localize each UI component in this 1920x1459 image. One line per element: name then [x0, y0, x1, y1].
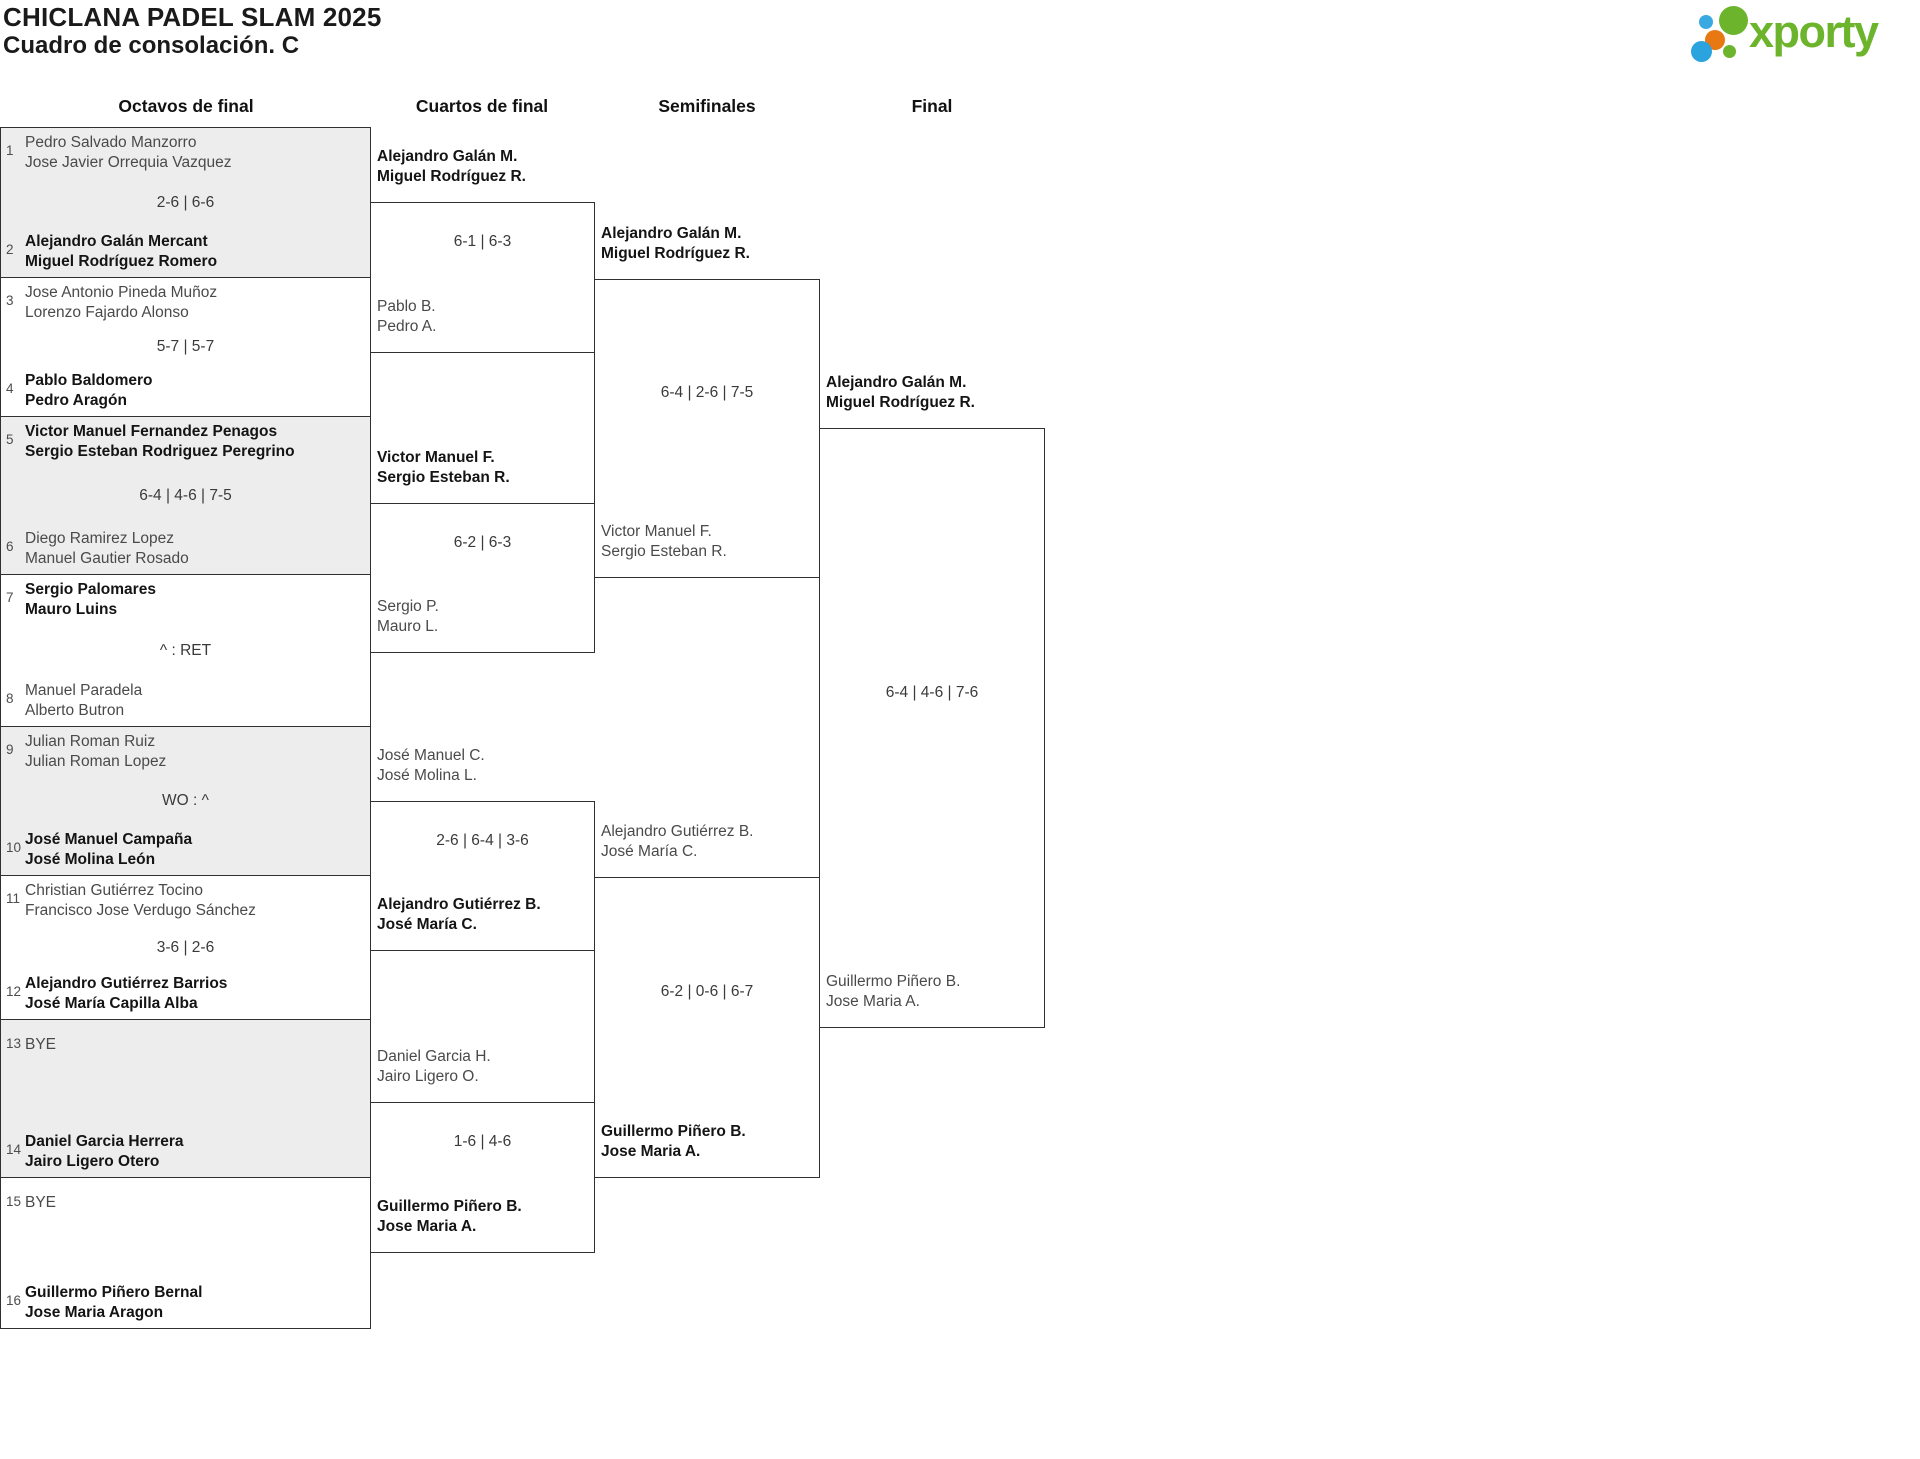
quarterfinal-match-3 — [370, 801, 595, 951]
seed-number: 7 — [6, 590, 14, 605]
quarterfinal-match-2 — [370, 503, 595, 653]
column-header-cuartos: Cuartos de final — [415, 96, 549, 116]
seed-number: 15 — [6, 1194, 22, 1209]
match-score: 6-4 | 4-6 | 7-5 — [139, 486, 232, 504]
quarterfinal-match-1 — [370, 202, 595, 353]
match-score: 5-7 | 5-7 — [156, 338, 215, 355]
seed-number: 12 — [6, 984, 22, 999]
seed-number: 16 — [6, 1293, 22, 1308]
match-score: WO : ^ — [162, 792, 209, 809]
seed-number: 10 — [6, 840, 22, 855]
match-score: 6-2 | 6-3 — [453, 533, 512, 551]
logo-dot-small-green-icon — [1723, 45, 1736, 58]
logo-dot-large-blue-icon — [1691, 41, 1712, 62]
match-score: ^ : RET — [159, 641, 212, 659]
quarterfinal-top-team: Daniel Garcia H.Jairo Ligero O. — [377, 1048, 491, 1085]
column-header-semifinales: Semifinales — [658, 96, 756, 116]
logo-dot-large-green-icon — [1719, 6, 1748, 35]
match-score: 6-1 | 6-3 — [453, 233, 512, 250]
match-score: 2-6 | 6-4 | 3-6 — [436, 831, 529, 849]
quarterfinal-top-team: José Manuel C.José Molina L. — [377, 747, 485, 784]
semifinal-top-team: Alejandro Galán M.Miguel Rodríguez R. — [601, 225, 750, 262]
final-top-team: Alejandro Galán M.Miguel Rodríguez R. — [826, 374, 975, 411]
quarterfinal-bottom-team: Sergio P.Mauro L. — [377, 598, 439, 635]
seed-number: 14 — [6, 1142, 22, 1157]
xporty-logo-text: xporty — [1749, 6, 1879, 57]
seed-number: 2 — [6, 242, 14, 257]
bye-label: BYE — [25, 1194, 57, 1211]
column-header-final: Final — [911, 96, 953, 116]
page-title: CHICLANA PADEL SLAM 2025 — [3, 2, 382, 32]
quarterfinal-bottom-team: Pablo B.Pedro A. — [377, 298, 437, 335]
logo-dot-small-blue-icon — [1699, 15, 1713, 29]
seed-number: 6 — [6, 539, 14, 554]
match-score: 3-6 | 2-6 — [156, 938, 215, 956]
semifinal-bottom-team: Victor Manuel F.Sergio Esteban R. — [601, 523, 727, 560]
seed-number: 9 — [6, 742, 14, 757]
seed-number: 13 — [6, 1036, 22, 1051]
match-score: 2-6 | 6-6 — [156, 193, 215, 211]
quarterfinal-bottom-team: Alejandro Gutiérrez B.José María C. — [377, 896, 541, 933]
match-score: 6-4 | 2-6 | 7-5 — [660, 384, 754, 401]
seed-number: 3 — [6, 293, 14, 308]
final-match-1 — [819, 428, 1045, 1028]
semifinal-top-team: Alejandro Gutiérrez B.José María C. — [601, 823, 754, 860]
seed-number: 11 — [6, 891, 21, 906]
bracket-subtitle: Cuadro de consolación. C — [3, 32, 300, 59]
seed-number: 5 — [6, 432, 14, 447]
column-header-octavos: Octavos de final — [118, 96, 254, 116]
bye-label: BYE — [25, 1036, 57, 1053]
seed-number: 8 — [6, 691, 14, 706]
seed-number: 1 — [6, 143, 14, 158]
semifinal-bottom-team: Guillermo Piñero B.Jose Maria A. — [601, 1123, 746, 1160]
match-score: 1-6 | 4-6 — [453, 1133, 512, 1150]
match-score: 6-2 | 0-6 | 6-7 — [660, 983, 754, 1000]
final-bottom-team: Guillermo Piñero B.Jose Maria A. — [826, 973, 961, 1010]
seed-number: 4 — [6, 381, 14, 396]
quarterfinal-bottom-team: Guillermo Piñero B.Jose Maria A. — [377, 1198, 522, 1235]
quarterfinal-top-team: Victor Manuel F.Sergio Esteban R. — [377, 449, 510, 486]
match-score: 6-4 | 4-6 | 7-6 — [885, 683, 979, 701]
quarterfinal-top-team: Alejandro Galán M.Miguel Rodríguez R. — [377, 148, 526, 185]
